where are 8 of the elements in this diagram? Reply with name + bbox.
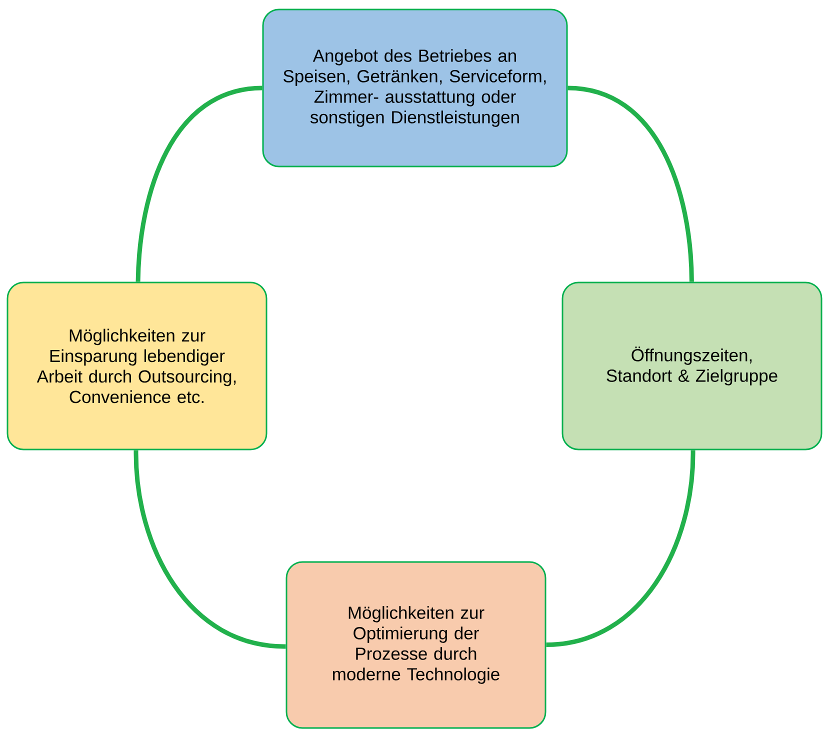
connector-arc xyxy=(546,450,696,648)
process-box: Angebot des Betriebes an Speisen, Getränken, Serviceform, Zimmer- ausstattung oder sonstigen Dienstleistungen xyxy=(262,8,568,168)
connector-arc xyxy=(134,450,286,649)
connector-arc xyxy=(136,86,262,282)
connector-arc xyxy=(568,86,694,282)
process-box: Öffnungszeiten, Standort & Zielgruppe xyxy=(562,282,822,450)
process-box: Möglichkeiten zur Optimierung der Prozesse durch moderne Technologie xyxy=(286,561,546,729)
process-box: Möglichkeiten zur Einsparung lebendiger Arbeit durch Outsourcing, Convenience etc. xyxy=(6,282,268,450)
